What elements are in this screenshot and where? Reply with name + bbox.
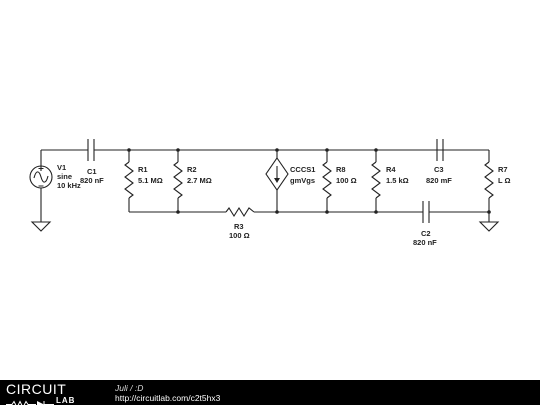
- c2-value: 820 nF: [413, 238, 437, 247]
- r3-resistor-symbol[interactable]: [225, 206, 255, 218]
- author-line: Juli / :D: [115, 383, 144, 393]
- junction-dots: [127, 148, 491, 214]
- c2-capacitor-symbol[interactable]: [422, 201, 430, 223]
- cccs1-current-source-symbol[interactable]: [265, 157, 289, 191]
- r2-value: 2.7 MΩ: [187, 176, 212, 185]
- r4-value: 1.5 kΩ: [386, 176, 409, 185]
- r1-label: R1: [138, 165, 148, 174]
- c3-value: 820 mF: [426, 176, 452, 185]
- r7-value: L Ω: [498, 176, 511, 185]
- cccs1-value: gmVgs: [290, 176, 315, 185]
- c3-capacitor-symbol[interactable]: [436, 139, 444, 161]
- circuit-schematic: V1 sine 10 kHz C1 820 nF R1 5.1 MΩ R2 2.…: [29, 139, 511, 247]
- r7-label: R7: [498, 165, 508, 174]
- r3-value: 100 Ω: [229, 231, 250, 240]
- c1-capacitor-symbol[interactable]: [87, 139, 95, 161]
- c1-value: 820 nF: [80, 176, 104, 185]
- cccs1-label: CCCS1: [290, 165, 315, 174]
- wires: [40, 149, 490, 222]
- circuit-url-link[interactable]: http://circuitlab.com/c2t5hx3: [115, 393, 221, 403]
- r8-label: R8: [336, 165, 346, 174]
- logo-lab-text: LAB: [56, 396, 76, 405]
- r7-resistor-symbol[interactable]: [484, 161, 494, 199]
- r1-value: 5.1 MΩ: [138, 176, 163, 185]
- v1-type: sine: [57, 172, 72, 181]
- footer-bar: CIRCUIT LAB Juli / :D http://circuitlab.…: [0, 380, 540, 409]
- logo-wordmark-bottom: LAB: [6, 396, 106, 409]
- r4-resistor-symbol[interactable]: [371, 161, 381, 199]
- r4-label: R4: [386, 165, 396, 174]
- r1-resistor-symbol[interactable]: [124, 161, 134, 199]
- r3-label: R3: [234, 222, 244, 231]
- ground-symbol-left: [30, 221, 52, 232]
- v1-sine-source-symbol[interactable]: [29, 165, 53, 189]
- r2-resistor-symbol[interactable]: [173, 161, 183, 199]
- c3-label: C3: [434, 165, 444, 174]
- v1-label: V1: [57, 163, 66, 172]
- r2-label: R2: [187, 165, 197, 174]
- ground-symbol-right: [478, 221, 500, 232]
- c2-label: C2: [421, 229, 431, 238]
- logo-wordmark-top: CIRCUIT: [6, 381, 67, 397]
- c1-label: C1: [87, 167, 97, 176]
- circuitlab-logo[interactable]: CIRCUIT LAB: [6, 381, 106, 409]
- v1-value: 10 kHz: [57, 181, 81, 190]
- circuit-meta: Juli / :D http://circuitlab.com/c2t5hx3: [115, 383, 220, 403]
- r8-value: 100 Ω: [336, 176, 357, 185]
- r8-resistor-symbol[interactable]: [322, 161, 332, 199]
